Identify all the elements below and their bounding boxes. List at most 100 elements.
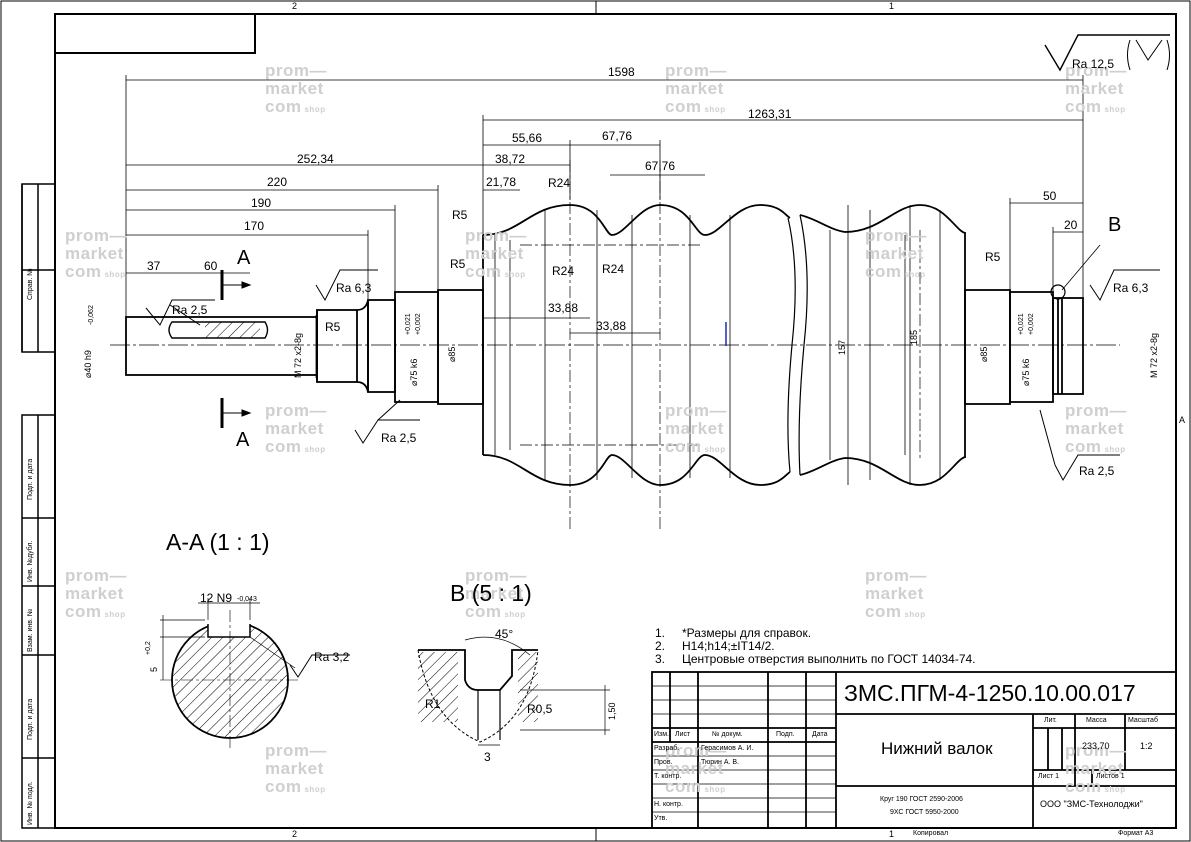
dimension-label: 20 xyxy=(1064,218,1078,232)
person-name: Тюрин А. В. xyxy=(701,759,740,766)
section-a-a xyxy=(160,598,350,750)
dimension-label: ⌀75 k6 xyxy=(1021,358,1031,386)
note-number: 1. xyxy=(655,626,666,640)
shaft-left-end xyxy=(125,289,484,405)
roughness-label: Ra 2,5 xyxy=(1079,464,1115,478)
section-cut-label: A xyxy=(237,247,251,269)
zone-label: 2 xyxy=(292,1,298,11)
roughness-label: Ra 6,3 xyxy=(336,281,372,295)
note-number: 3. xyxy=(655,652,666,666)
dimension-label: 1,50 xyxy=(607,702,617,720)
col-header: Лит. xyxy=(1044,717,1057,724)
dimension-label: 220 xyxy=(267,175,288,189)
dimension-label: R5 xyxy=(450,257,466,271)
dimension-tolerance: +0,002 xyxy=(1028,313,1035,335)
dimension-label: 21,78 xyxy=(486,175,517,189)
zone-label: 2 xyxy=(292,829,298,839)
note-number: 2. xyxy=(655,639,666,653)
company-name: ООО "ЗМС-Технолоджи" xyxy=(1040,799,1143,809)
dimension-label: R5 xyxy=(985,250,1001,264)
roughness-label: Ra 3,2 xyxy=(314,650,350,664)
dimension-label: 12 N9 xyxy=(200,591,233,605)
dimension-label: 185 xyxy=(909,329,919,345)
dimension-tolerance: +0,021 xyxy=(1018,313,1025,335)
dimension-label: 55,66 xyxy=(512,131,543,145)
detail-b-view xyxy=(417,636,610,746)
col-header: Подп. xyxy=(776,731,795,738)
dimension-label: R5 xyxy=(452,208,468,222)
margin-label: Инв. №дубл. xyxy=(27,540,34,582)
dimension-label: M 72 x2-8g xyxy=(1149,332,1159,378)
dimension-label: 1263,31 xyxy=(748,107,792,121)
title-block-lines xyxy=(651,671,1177,829)
col-header: Масштаб xyxy=(1128,717,1158,724)
row-label: Утв. xyxy=(654,815,668,822)
dimension-label: 37 xyxy=(147,259,161,273)
dimension-label: 3 xyxy=(484,750,491,764)
dimension-label: 190 xyxy=(251,196,272,210)
person-name: Герасимов А. И. xyxy=(701,745,754,752)
dimension-label: R24 xyxy=(552,264,575,278)
scale-value: 1:2 xyxy=(1140,741,1153,751)
shaft-right-end xyxy=(964,289,1084,405)
dimension-label: R24 xyxy=(548,176,571,190)
row-label: Разраб. xyxy=(654,745,680,752)
dimension-label: 67,76 xyxy=(602,129,633,143)
dimension-label: R0,5 xyxy=(527,702,553,716)
col-header: Масса xyxy=(1086,717,1107,724)
dimension-label: 252,34 xyxy=(297,152,334,166)
section-title: A-A (1 : 1) xyxy=(166,529,270,555)
copied-label: Копировал xyxy=(913,830,949,837)
dimension-label: 67,76 xyxy=(645,159,676,173)
note-text: Центровые отверстия выполнить по ГОСТ 14… xyxy=(682,652,976,666)
zone-label: 1 xyxy=(889,829,895,839)
margin-label: Подп. и дата xyxy=(27,698,34,740)
dimension-label: 1598 xyxy=(608,65,635,79)
left-margin xyxy=(21,183,56,829)
dimension-label: 45° xyxy=(495,627,514,641)
dimension-label: 50 xyxy=(1043,189,1057,203)
sheet-number: Лист 1 xyxy=(1038,773,1060,780)
material-spec: Круг 190 ГОСТ 2590-2006 xyxy=(880,796,963,803)
col-header: Дата xyxy=(812,731,828,738)
drawing-designation: ЗМС.ПГМ-4-1250.10.00.017 xyxy=(844,680,1136,706)
col-header: Изм. xyxy=(654,731,669,738)
dimension-label: M 72 x2-8g xyxy=(293,332,303,378)
zone-label: A xyxy=(1179,415,1186,425)
dimension-label: R5 xyxy=(325,320,341,334)
margin-label: Инв. № подл. xyxy=(27,781,34,825)
row-label: Т. контр. xyxy=(654,773,682,780)
format-label: Формат А3 xyxy=(1118,830,1154,837)
margin-label: Справ. № xyxy=(27,268,34,300)
col-header: № докум. xyxy=(712,731,743,738)
part-name: Нижний валок xyxy=(881,739,993,758)
dimension-label: ⌀40 h9 xyxy=(83,350,93,378)
dimension-label: 33,88 xyxy=(596,319,627,333)
roughness-label: Ra 6,3 xyxy=(1113,281,1149,295)
dimension-label: ⌀75 k6 xyxy=(409,358,419,386)
detail-title: B (5 : 1) xyxy=(450,580,532,606)
detail-b-circle xyxy=(1050,284,1066,300)
row-label: Н. контр. xyxy=(654,801,683,808)
dimension-label: R24 xyxy=(602,262,625,276)
dimension-label: 38,72 xyxy=(495,152,526,166)
dimension-label: R1 xyxy=(425,697,441,711)
detail-label: B xyxy=(1108,214,1122,236)
mass-value: 233,70 xyxy=(1082,741,1110,751)
roughness-label: Ra 2,5 xyxy=(172,303,208,317)
corner-box xyxy=(54,13,256,54)
margin-label: Подп. и дата xyxy=(27,458,34,500)
note-text: H14;h14;±IT14/2. xyxy=(682,639,775,653)
